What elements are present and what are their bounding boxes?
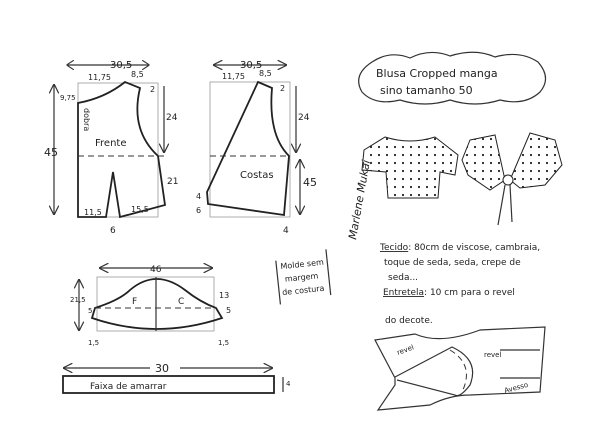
front-shoulder-label: 8,5 xyxy=(131,70,144,79)
sleeve-right-ext-label: 1,5 xyxy=(218,339,229,347)
front-side-label: 21 xyxy=(167,177,178,187)
back-hem-c-label: 4 xyxy=(283,226,289,236)
back-hem-b-label: 6 xyxy=(196,206,201,215)
blouse-front-illustration xyxy=(461,132,563,226)
interfacing-label: Entretela xyxy=(383,288,424,298)
sleeve-width-label: 46 xyxy=(150,265,162,275)
note-line-3: de costura xyxy=(282,284,325,297)
sleeve-front-label: F xyxy=(132,297,137,307)
note-line-1: Molde sem xyxy=(280,258,324,272)
tie-label: Faixa de amarrar xyxy=(90,382,167,392)
facing-revel-label-1: revel xyxy=(396,343,415,356)
tie-width-label: 4 xyxy=(286,380,291,388)
back-hem-a-label: 4 xyxy=(196,192,201,201)
facing-diagram: revel revel Avesso xyxy=(374,326,546,411)
note-line-2: margem xyxy=(284,271,319,283)
title-line-2: sino tamanho 50 xyxy=(380,84,473,97)
back-neck-width-label: 11,75 xyxy=(222,72,245,81)
back-width-label: 30,5 xyxy=(240,60,262,71)
sleeve-height-label: 21,5 xyxy=(70,296,86,304)
back-height-label: 45 xyxy=(303,176,317,189)
tie-length-label: 30 xyxy=(155,362,169,375)
blouse-back-illustration xyxy=(361,136,459,199)
sleeve-left-slant-label: 5 xyxy=(88,307,92,315)
sleeve-pattern-piece: 46 21,5 13 5 5 1,5 1,5 F C xyxy=(70,265,231,347)
back-pattern-piece: 30,5 11,75 8,5 2 24 45 4 6 4 Costas xyxy=(196,60,317,236)
front-dart-label: 6 xyxy=(110,226,116,236)
fold-label: dobra xyxy=(82,108,91,131)
fabric-text-1: : 80cm de viscose, cambraia, xyxy=(408,243,540,253)
facing-revel-label-2: revel xyxy=(484,351,501,359)
front-hem-left-label: 11,5 xyxy=(84,208,102,217)
interfacing-text-1: : 10 cm para o revel xyxy=(424,288,515,298)
front-shoulder-drop-label: 2 xyxy=(150,85,155,94)
front-piece-label: Frente xyxy=(95,138,126,149)
svg-text:Entretela: 10 cm para o revel: Entretela: 10 cm para o revel xyxy=(383,288,515,298)
back-shoulder-label: 8,5 xyxy=(259,69,272,78)
interfacing-text-2: do decote. xyxy=(385,316,433,326)
front-hem-right-label: 15,5 xyxy=(131,205,149,214)
front-neck-depth-label: 9,75 xyxy=(60,94,76,102)
signature: Marlene Mukai xyxy=(346,159,373,240)
front-width-label: 30,5 xyxy=(110,60,132,71)
front-neck-width-label: 11,75 xyxy=(88,73,111,82)
title-cloud: Blusa Cropped manga sino tamanho 50 xyxy=(358,51,547,105)
back-armhole-label: 24 xyxy=(298,113,310,123)
sleeve-back-label: C xyxy=(178,297,184,307)
fabric-label: Tecido xyxy=(379,243,409,253)
front-pattern-piece: 30,5 11,75 8,5 2 9,75 45 24 21 11,5 15,5… xyxy=(44,60,178,236)
sleeve-cap-label: 13 xyxy=(219,291,229,300)
tie-pattern-piece: 30 Faixa de amarrar 4 xyxy=(62,361,291,394)
back-shoulder-drop-label: 2 xyxy=(280,84,285,93)
sleeve-right-slant-label: 5 xyxy=(226,306,231,315)
fabric-text-2: toque de seda, seda, crepe de xyxy=(384,258,521,268)
sleeve-left-ext-label: 1,5 xyxy=(88,339,99,347)
fabric-text-3: seda... xyxy=(388,273,418,283)
seam-allowance-note: Molde sem margem de costura xyxy=(275,249,332,305)
front-height-label: 45 xyxy=(44,146,58,159)
back-piece-label: Costas xyxy=(240,170,274,181)
front-armhole-label: 24 xyxy=(166,113,178,123)
title-line-1: Blusa Cropped manga xyxy=(376,67,498,80)
svg-text:Tecido: 80cm de viscose, cambr: Tecido: 80cm de viscose, cambraia, xyxy=(379,243,540,253)
materials-text: Tecido: 80cm de viscose, cambraia, toque… xyxy=(379,243,540,326)
